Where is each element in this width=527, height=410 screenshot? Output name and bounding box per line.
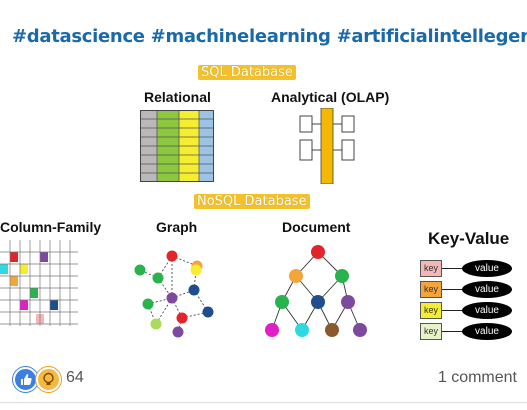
kv-value: value	[462, 281, 512, 298]
document-node	[311, 245, 325, 259]
key-value-row: key value	[420, 260, 527, 278]
relational-table-graphic	[140, 110, 214, 182]
comments-count-link[interactable]: 1 comment	[437, 369, 517, 386]
kv-arrow	[442, 310, 462, 311]
nosql-database-header: NoSQL Database	[194, 194, 310, 209]
kv-value: value	[462, 323, 512, 340]
document-node	[335, 269, 349, 283]
graph-node	[166, 250, 178, 262]
document-node	[325, 323, 339, 337]
reaction-count[interactable]: 64	[66, 369, 84, 386]
database-types-figure[interactable]: SQL Database Relational Analytical (OLAP…	[0, 58, 527, 358]
kv-value: value	[462, 302, 512, 319]
kv-arrow	[442, 289, 462, 290]
key-value-list: key value key value key value key value	[420, 260, 527, 350]
document-node	[275, 295, 289, 309]
footer-divider	[0, 402, 527, 403]
key-value-row: key value	[420, 302, 527, 320]
lightbulb-icon[interactable]	[36, 367, 61, 392]
document-node	[353, 323, 367, 337]
kv-key: key	[420, 260, 442, 277]
graph-node	[152, 272, 164, 284]
graph-node	[166, 292, 178, 304]
document-node	[265, 323, 279, 337]
analytical-label: Analytical (OLAP)	[271, 89, 390, 105]
kv-key: key	[420, 302, 442, 319]
graph-node	[172, 326, 184, 338]
post-hashtags[interactable]: #datascience #machinelearning #artificia…	[12, 26, 527, 47]
kv-arrow	[442, 268, 462, 269]
document-node	[341, 295, 355, 309]
graph-label: Graph	[156, 219, 198, 235]
kv-arrow	[442, 331, 462, 332]
key-value-row: key value	[420, 323, 527, 341]
column-family-grid-graphic	[0, 240, 78, 326]
document-node	[289, 269, 303, 283]
graph-node	[188, 284, 200, 296]
document-label: Document	[282, 219, 351, 235]
graph-node	[176, 312, 188, 324]
document-tree-graphic	[265, 245, 367, 337]
post-social-bar: 64 1 comment	[0, 360, 527, 400]
graph-node	[134, 264, 146, 276]
relational-label: Relational	[144, 89, 211, 105]
sql-database-header: SQL Database	[198, 65, 296, 80]
graph-node	[150, 318, 162, 330]
document-node	[311, 295, 325, 309]
kv-value: value	[462, 260, 512, 277]
key-value-row: key value	[420, 281, 527, 299]
graph-node	[202, 306, 214, 318]
kv-key: key	[420, 281, 442, 298]
column-family-label: Column-Family	[0, 219, 102, 235]
graph-node	[142, 298, 154, 310]
document-node	[295, 323, 309, 337]
graph-network-graphic	[134, 250, 214, 338]
thumbs-up-icon[interactable]	[13, 367, 38, 392]
olap-graphic	[299, 108, 355, 184]
key-value-label: Key-Value	[428, 229, 510, 248]
graph-node	[190, 264, 202, 276]
kv-key: key	[420, 323, 442, 340]
